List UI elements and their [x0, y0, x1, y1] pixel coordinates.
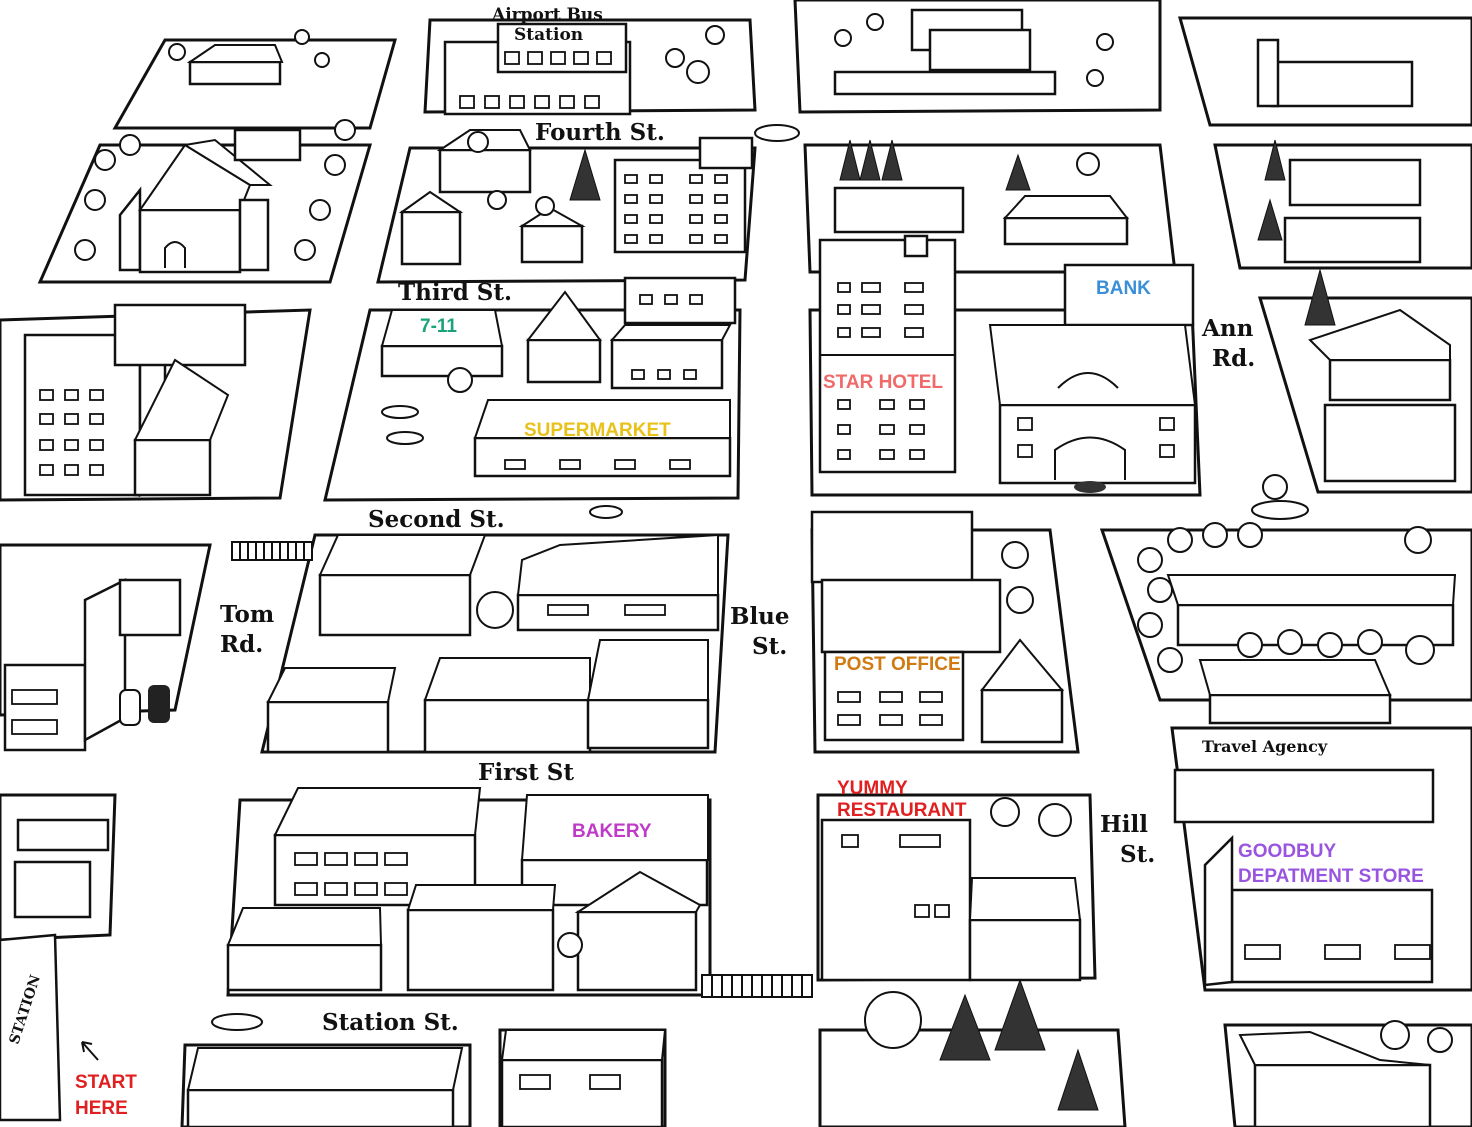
- street-first: First St: [478, 759, 574, 786]
- street-second: Second St.: [368, 506, 505, 533]
- street-tom-line1: Tom: [220, 601, 274, 628]
- street-tom-line2: Rd.: [220, 631, 263, 658]
- street-third: Third St.: [398, 279, 512, 306]
- goodbuy-label-line1: GOODBUY: [1238, 841, 1337, 862]
- goodbuy-label-line2: DEPATMENT STORE: [1238, 866, 1424, 887]
- arrow-icon: [81, 1041, 99, 1061]
- cars: [119, 405, 1106, 1031]
- airport-bus-label-line2: Station: [514, 25, 583, 45]
- start-label-line1: START: [75, 1072, 137, 1093]
- yummy-label-line2: RESTAURANT: [837, 800, 967, 821]
- bakery-label: BAKERY: [572, 821, 652, 842]
- street-labels: Fourth St. Third St. Second St. First St…: [220, 119, 1255, 1036]
- seven-eleven-label: 7-11: [420, 316, 457, 337]
- street-blue-line1: Blue: [730, 603, 790, 630]
- street-station: Station St.: [322, 1009, 459, 1036]
- street-blue-line2: St.: [752, 633, 787, 660]
- street-hill-line2: St.: [1120, 841, 1155, 868]
- trees: [74, 13, 1453, 1111]
- yummy-label-line1: YUMMY: [837, 778, 908, 799]
- airport-bus-label-line1: Airport Bus: [491, 5, 603, 25]
- street-hill-line1: Hill: [1100, 811, 1148, 838]
- street-ann-line1: Ann: [1201, 315, 1254, 342]
- start-label-line2: HERE: [75, 1098, 128, 1119]
- star-hotel-label: STAR HOTEL: [823, 372, 943, 393]
- supermarket-label: SUPERMARKET: [524, 420, 671, 441]
- place-labels: Airport Bus Station 7-11 SUPERMARKET BAN…: [7, 5, 1424, 1119]
- post-office-label: POST OFFICE: [834, 654, 961, 675]
- street-ann-line2: Rd.: [1212, 345, 1255, 372]
- street-fourth: Fourth St.: [535, 119, 665, 146]
- travel-agency-label: Travel Agency: [1202, 737, 1328, 756]
- bank-label: BANK: [1096, 278, 1151, 299]
- buildings: [0, 8, 1457, 1127]
- fountain: [754, 124, 1309, 520]
- crosswalks: [231, 541, 813, 998]
